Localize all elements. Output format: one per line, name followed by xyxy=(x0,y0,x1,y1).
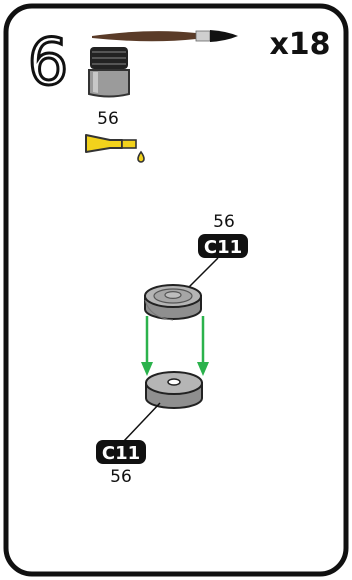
paint-pot-code: 56 xyxy=(97,109,119,129)
top-part-label: C11 xyxy=(198,234,248,258)
top-leader-line xyxy=(187,257,219,289)
svg-text:C11: C11 xyxy=(204,237,242,258)
glue-tube-icon xyxy=(85,134,145,163)
bottom-leader-line xyxy=(123,402,161,442)
step-number: 6 xyxy=(28,26,69,100)
top-part xyxy=(144,284,202,321)
assembly-arrows xyxy=(141,316,209,376)
bottom-part-label: C11 xyxy=(96,440,146,464)
paintbrush-icon xyxy=(92,30,238,42)
bottom-part-paint-code: 56 xyxy=(110,467,132,487)
paint-pot-icon xyxy=(88,47,130,98)
bottom-part xyxy=(145,371,203,409)
svg-text:C11: C11 xyxy=(102,443,140,464)
quantity-label: x18 xyxy=(269,27,330,62)
top-part-paint-code: 56 xyxy=(213,212,235,232)
